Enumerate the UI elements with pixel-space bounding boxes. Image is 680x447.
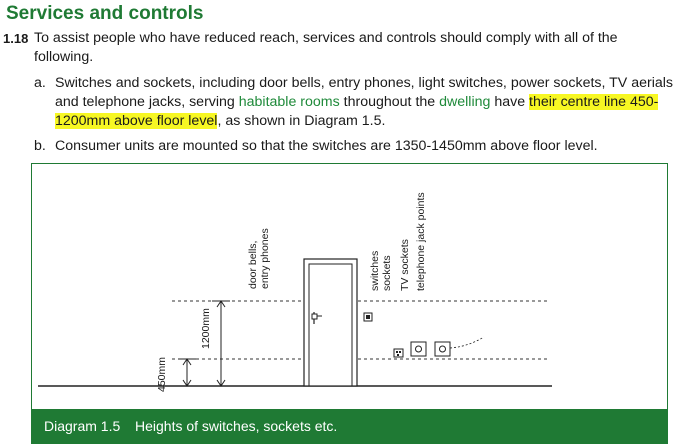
dim-1200-arrow-bottom: [216, 379, 226, 387]
label-tv-sockets: TV sockets: [399, 239, 411, 291]
dim-1200-label: 1200mm: [200, 308, 212, 349]
diagram-caption-title: Heights of switches, sockets etc.: [135, 418, 338, 434]
item-b-text: Consumer units are mounted so that the s…: [55, 138, 598, 154]
item-a-text-2: throughout the: [339, 94, 440, 110]
telephone-socket-icon: [434, 341, 451, 357]
telephone-cable: [449, 336, 485, 349]
label-telephone-jack-points: telephone jack points: [415, 192, 427, 291]
door-outer: [303, 258, 358, 387]
intro-paragraph: To assist people who have reduced reach,…: [34, 30, 618, 65]
item-a-text-3: have: [490, 94, 530, 110]
item-b-marker: b.: [34, 138, 46, 154]
label-entry-phones: entry phones: [259, 228, 271, 289]
diagram-caption-number: Diagram 1.5: [44, 418, 121, 434]
door-inner: [308, 263, 353, 387]
label-sockets: sockets: [381, 255, 393, 291]
list-item-a: a. Switches and sockets, including door …: [34, 74, 674, 131]
label-door-bells: door bells,: [247, 241, 259, 289]
item-a-marker: a.: [34, 75, 46, 91]
tv-socket-icon: [410, 341, 427, 357]
item-a-text-1: Switches and sockets, including door bel…: [55, 75, 673, 110]
dim-450-arrow-bottom: [182, 379, 192, 387]
section-heading: Services and controls: [6, 3, 204, 24]
power-socket-icon: [393, 348, 404, 358]
section-number: 1.18: [3, 31, 29, 46]
item-a-text: Switches and sockets, including door bel…: [34, 74, 674, 131]
label-switches: switches: [369, 251, 381, 291]
door-handle-icon: [311, 312, 322, 324]
item-a-text-4: , as shown in Diagram 1.5.: [217, 113, 386, 129]
diagram-caption-bar: Diagram 1.5 Heights of switches, sockets…: [32, 409, 667, 443]
list-item-b: b. Consumer units are mounted so that th…: [34, 137, 674, 156]
light-switch-icon: [363, 312, 373, 322]
diagram-drawing: 1200mm 450mm door bells, entry phones sw…: [38, 192, 552, 392]
habitable-rooms-link[interactable]: habitable rooms: [238, 94, 340, 110]
dwelling-link[interactable]: dwelling: [439, 94, 491, 110]
diagram-1-5: 1200mm 450mm door bells, entry phones sw…: [31, 163, 668, 444]
dim-450-label: 450mm: [156, 357, 168, 392]
